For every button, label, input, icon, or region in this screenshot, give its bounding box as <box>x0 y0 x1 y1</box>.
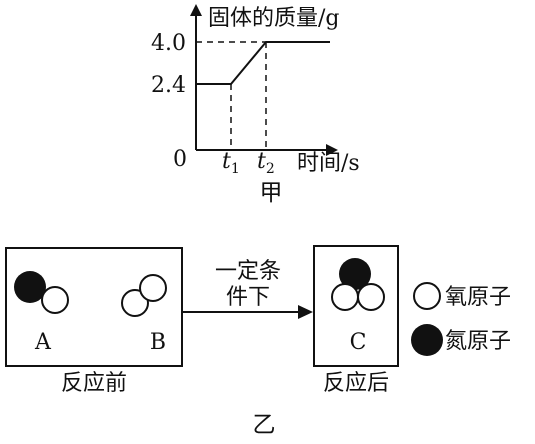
x-axis-label: 时间/s <box>297 151 360 176</box>
origin-label: 0 <box>173 147 187 172</box>
x-tick-t1-sub: 1 <box>231 161 240 177</box>
x-tick-t2-sub: 2 <box>266 161 275 177</box>
y-tick-label-2-4: 2.4 <box>151 73 186 98</box>
legend: 氧原子 氮原子 <box>411 282 511 356</box>
oxygen-atom-icon <box>357 283 385 311</box>
y-axis-label: 固体的质量/g <box>208 6 340 31</box>
series-line <box>196 41 330 85</box>
oxygen-atom-icon <box>121 289 149 317</box>
oxygen-atom-icon <box>41 286 69 314</box>
diagram-yi: A B 反应前 一定条 件下 C 反应后 氧原子 氮原子 乙 <box>5 245 511 438</box>
figure-caption: 乙 <box>253 412 276 438</box>
condition-line-1: 一定条 <box>215 259 281 284</box>
molecule-c <box>331 258 385 311</box>
condition-line-2: 件下 <box>226 285 270 310</box>
before-label: 反应前 <box>61 371 127 396</box>
after-box <box>313 245 399 367</box>
molecule-c-label: C <box>350 330 367 355</box>
oxygen-atom-icon <box>331 283 359 311</box>
molecule-b-label: B <box>150 330 166 355</box>
x-tick-label-t2: t2 <box>257 149 275 177</box>
legend-oxygen-label: 氧原子 <box>445 285 511 310</box>
x-tick-t2-main: t <box>257 149 266 174</box>
oxygen-legend-icon <box>413 282 441 310</box>
x-tick-t1-main: t <box>222 149 231 174</box>
after-label: 反应后 <box>323 371 389 396</box>
x-axis-arrow <box>326 144 338 156</box>
nitrogen-legend-icon <box>411 324 443 356</box>
y-tick-label-4-0: 4.0 <box>151 31 186 56</box>
y-axis-arrow <box>190 4 202 16</box>
molecule-a-label: A <box>34 330 52 355</box>
reaction-arrow-icon <box>298 305 313 319</box>
x-tick-label-t1: t1 <box>222 149 240 177</box>
oxygen-atom-icon <box>139 274 167 302</box>
before-box <box>5 247 183 367</box>
nitrogen-atom-icon <box>14 271 46 303</box>
molecule-b <box>121 274 167 317</box>
nitrogen-atom-icon <box>339 258 371 290</box>
chart-jia: 4.0 2.4 0 t1 t2 固体的质量/g 时间/s 甲 <box>151 4 360 206</box>
legend-nitrogen-label: 氮原子 <box>445 329 511 354</box>
molecule-a <box>14 271 69 314</box>
chart-caption: 甲 <box>260 180 283 206</box>
